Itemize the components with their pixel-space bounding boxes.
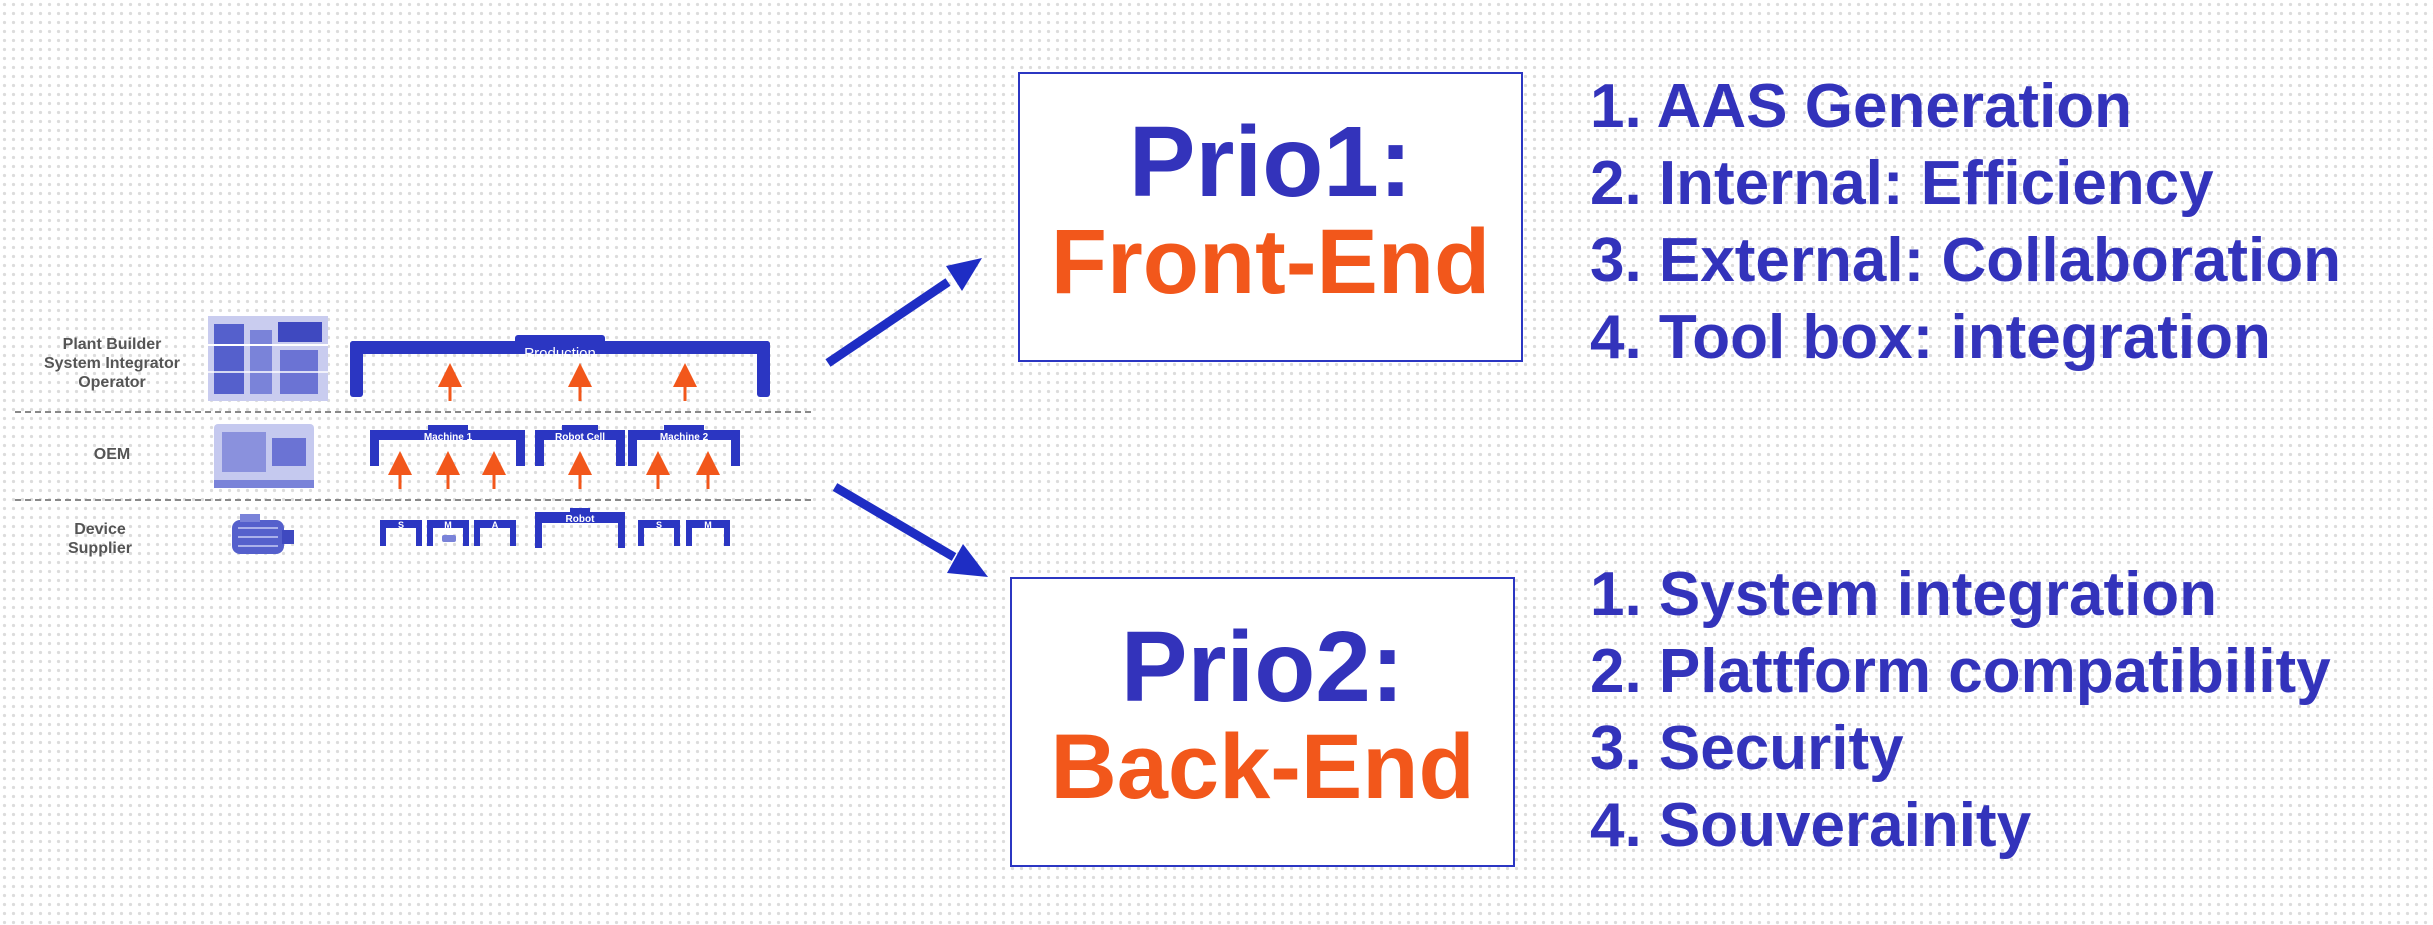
oem-unit-label: Machine 1: [424, 432, 473, 443]
factory-floor-photo-icon: [208, 316, 328, 401]
oem-unit-label: Machine 2: [660, 432, 709, 443]
prio1-item: 1. AAS Generation: [1590, 72, 2133, 141]
prio1-subtitle: Front-End: [1050, 211, 1491, 313]
prio1-item: 4. Tool box: integration: [1590, 303, 2271, 372]
device-unit-m: M: [427, 520, 469, 546]
prio2-box: Prio2: Back-End: [1010, 577, 1515, 867]
row-label-device-supplier: Device Supplier: [67, 521, 132, 557]
prio1-list: 1. AAS Generation 2. Internal: Efficienc…: [1590, 68, 2341, 376]
prio2-list: 1. System integration 2. Plattform compa…: [1590, 556, 2331, 864]
oem-robot-cell: Robot Cell: [535, 425, 625, 466]
arrow-to-prio1-head: [946, 258, 982, 291]
device-unit-robot: Robot: [535, 508, 625, 548]
row-label-oem: OEM: [93, 446, 131, 463]
machine-tool-icon: [214, 424, 314, 488]
arrow-to-prio2: [832, 483, 957, 561]
oem-machine-1: Machine 1: [370, 425, 525, 466]
row-label-plant-builder: Plant Builder System Integrator Operator: [43, 336, 181, 391]
device-unit-label: M: [704, 520, 712, 530]
device-unit-label: A: [492, 520, 499, 530]
device-unit-s: S: [380, 520, 422, 546]
prio2-item: 2. Plattform compatibility: [1590, 637, 2331, 706]
oem-unit-label: Robot Cell: [555, 432, 605, 443]
device-unit-label: Robot: [566, 514, 596, 525]
prio1-item: 2. Internal: Efficiency: [1590, 149, 2214, 218]
device-unit-label: S: [656, 520, 662, 530]
device-unit-a: A: [474, 520, 516, 546]
prio2-title: Prio2:: [1120, 611, 1405, 723]
production-bracket: Production: [350, 335, 770, 397]
device-unit-m: M: [686, 520, 730, 546]
device-unit-s: S: [638, 520, 680, 546]
prio2-item: 4. Souverainity: [1590, 791, 2032, 860]
device-unit-label: S: [398, 520, 404, 530]
prio2-subtitle: Back-End: [1050, 716, 1475, 818]
device-unit-label: M: [444, 520, 452, 530]
production-label: Production: [524, 345, 596, 362]
prio1-title: Prio1:: [1128, 106, 1413, 218]
arrow-to-prio2-head: [947, 544, 988, 577]
prio2-item: 1. System integration: [1590, 560, 2218, 629]
arrow-to-prio1: [825, 278, 951, 367]
prio2-item: 3. Security: [1590, 714, 1904, 783]
prio1-item: 3. External: Collaboration: [1590, 226, 2342, 295]
prio1-box: Prio1: Front-End: [1018, 72, 1523, 362]
electric-motor-icon: [232, 514, 294, 554]
oem-machine-2: Machine 2: [628, 425, 740, 466]
